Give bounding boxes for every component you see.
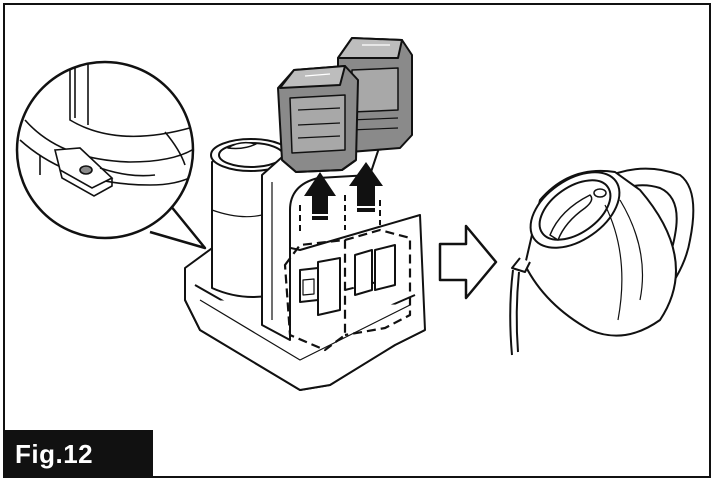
up-arrow-icon bbox=[304, 162, 383, 220]
carafe-pouring bbox=[509, 167, 695, 356]
battery-dock bbox=[184, 138, 426, 391]
figure-label: Fig.12 bbox=[3, 430, 153, 478]
battery-pack-front bbox=[277, 65, 359, 173]
detail-callout bbox=[15, 60, 207, 250]
right-outline-arrow-icon bbox=[438, 224, 498, 300]
